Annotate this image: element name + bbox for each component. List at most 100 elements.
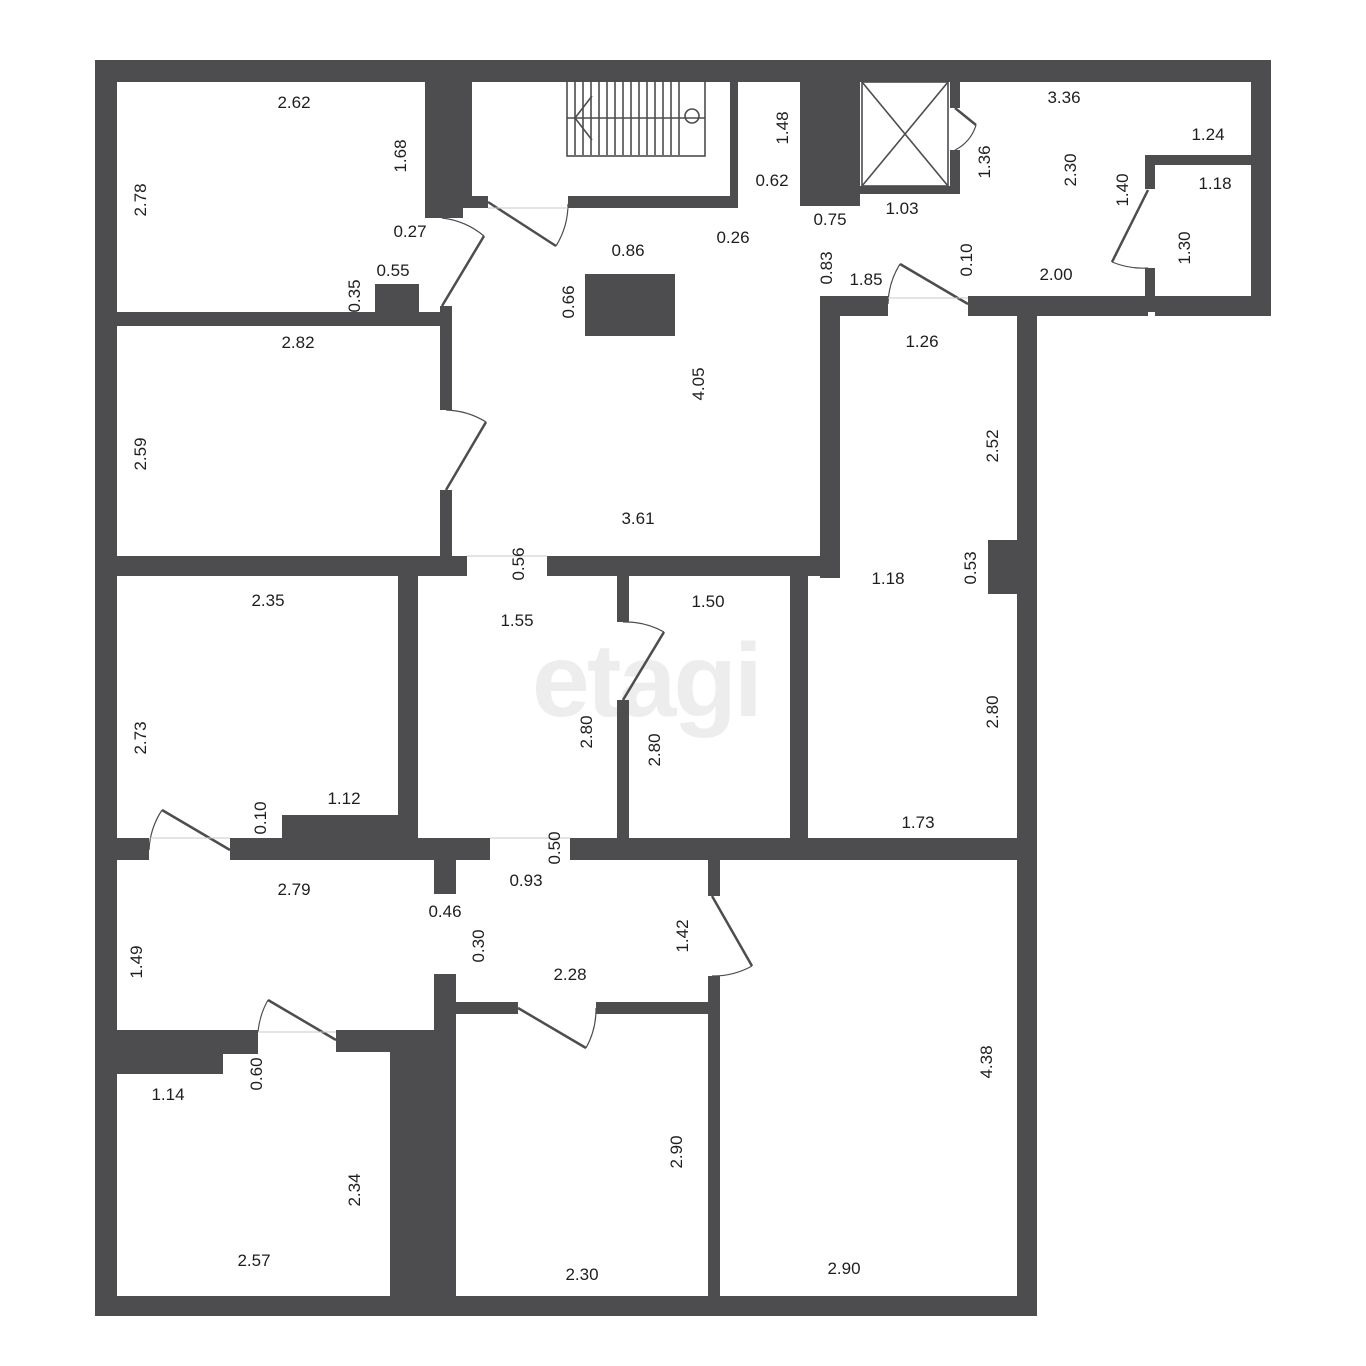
- outer-wall-step: [1155, 296, 1271, 316]
- dim-label: 2.35: [251, 591, 284, 610]
- door-middle-rooms: [621, 621, 666, 701]
- door-room-2: [444, 409, 488, 491]
- dim-label: 0.83: [817, 251, 836, 284]
- dim-label: 1.26: [905, 332, 938, 351]
- wall-v-790: [790, 576, 808, 838]
- door-stair: [487, 200, 569, 248]
- dim-label: 2.80: [983, 695, 1002, 728]
- dim-label: 2.34: [345, 1173, 364, 1206]
- wall-h-314: [117, 312, 447, 326]
- lift-wall-right-b: [950, 150, 960, 190]
- dim-label: 2.28: [553, 965, 586, 984]
- stair-wall-left: [462, 80, 472, 204]
- dim-label: 2.73: [131, 721, 150, 754]
- door-room-lower-middle: [517, 1006, 597, 1050]
- dim-label: 1.18: [871, 569, 904, 588]
- dim-label: 0.60: [247, 1057, 266, 1090]
- dim-label: 1.42: [673, 919, 692, 952]
- dim-label: 2.30: [565, 1265, 598, 1284]
- dim-label: 2.78: [131, 183, 150, 216]
- dim-label: 1.14: [151, 1085, 184, 1104]
- dim-label: 1.49: [127, 945, 146, 978]
- wall-v-708-a: [708, 858, 720, 896]
- dim-label: 1.73: [901, 813, 934, 832]
- dimension-labels: 2.62 1.68 2.78 0.27 0.55 0.35 1.48 0.62 …: [127, 88, 1232, 1284]
- wall-stub-1-12: [282, 815, 418, 839]
- dim-label: 2.59: [131, 437, 150, 470]
- dim-label: 1.12: [327, 789, 360, 808]
- wall-h-1032-a: [117, 1030, 223, 1074]
- wall-v-708-b: [708, 976, 720, 1316]
- dim-label: 0.66: [559, 285, 578, 318]
- dim-label: 0.93: [509, 871, 542, 890]
- wall-v-398: [398, 566, 418, 836]
- outer-wall-right-lower: [1017, 296, 1037, 1316]
- dim-label: 1.48: [773, 111, 792, 144]
- dim-label: 2.52: [983, 429, 1002, 462]
- dim-label: 0.86: [611, 241, 644, 260]
- door-lift-hall: [954, 107, 977, 151]
- dim-label: 2.79: [277, 880, 310, 899]
- dim-label: 0.26: [716, 228, 749, 247]
- dim-label: 2.82: [281, 333, 314, 352]
- stair-wall-right: [730, 80, 738, 208]
- dim-label: 0.10: [957, 243, 976, 276]
- dim-label: 1.85: [849, 270, 882, 289]
- dim-label: 1.03: [885, 199, 918, 218]
- outer-wall-top: [95, 60, 1271, 82]
- wall-h-838-b: [230, 838, 490, 860]
- dim-label: 0.46: [428, 902, 461, 921]
- dim-label: 1.36: [975, 145, 994, 178]
- wall-stub-0-46: [434, 858, 456, 894]
- dim-label: 2.00: [1039, 265, 1072, 284]
- lower-thick-column: [390, 1030, 456, 1316]
- wall-h-1002-left: [456, 1002, 518, 1014]
- dim-label: 2.57: [237, 1251, 270, 1270]
- door-small-room: [1110, 189, 1150, 269]
- dim-label: 1.30: [1175, 231, 1194, 264]
- dim-label: 1.24: [1191, 125, 1224, 144]
- dim-label: 4.05: [689, 367, 708, 400]
- wall-h-838-c: [570, 838, 1037, 860]
- dim-label: 0.75: [813, 210, 846, 229]
- outer-wall-right-upper: [1251, 60, 1271, 316]
- wall-h-1002-right: [596, 1002, 720, 1014]
- doors: [148, 107, 1150, 1050]
- dim-label: 0.55: [376, 261, 409, 280]
- wall-column-988: [988, 540, 1018, 594]
- dim-label: 0.56: [509, 547, 528, 580]
- dim-label: 0.10: [251, 801, 270, 834]
- walls: [95, 60, 1271, 1316]
- outer-wall-bottom: [95, 1296, 1037, 1316]
- wall-v-617-a: [617, 576, 629, 622]
- lift-wall-right-a: [950, 80, 960, 108]
- wall-v-1145-b: [1145, 268, 1155, 312]
- wall-h-556-b: [547, 556, 840, 576]
- dim-label: 2.80: [577, 715, 596, 748]
- outer-wall-left: [95, 60, 117, 1316]
- dim-label: 0.35: [345, 279, 364, 312]
- wall-column-upper-left: [425, 80, 463, 218]
- door-big-room: [710, 895, 754, 977]
- wall-v-617-b: [617, 700, 629, 840]
- wall-stub: [375, 284, 419, 314]
- wall-v-hall-left-b: [440, 490, 452, 556]
- dim-label: 2.80: [645, 733, 664, 766]
- dim-label: 0.27: [393, 222, 426, 241]
- door-room-3: [148, 808, 231, 852]
- wall-h-296-right: [968, 296, 1148, 316]
- dim-label: 2.62: [277, 93, 310, 112]
- lift-column: [800, 80, 860, 206]
- dim-label: 4.38: [977, 1045, 996, 1078]
- dim-label: 0.30: [469, 929, 488, 962]
- door-room-lower-left: [257, 998, 337, 1042]
- hall-column: [585, 274, 675, 336]
- dim-label: 1.40: [1113, 173, 1132, 206]
- stair-wall-bottom: [462, 196, 488, 208]
- wall-h-838-a: [117, 838, 149, 860]
- wall-v-hall-left-a: [440, 306, 452, 410]
- wall-h-556-a: [117, 556, 467, 576]
- dim-label: 0.50: [545, 831, 564, 864]
- door-right-room: [887, 262, 969, 306]
